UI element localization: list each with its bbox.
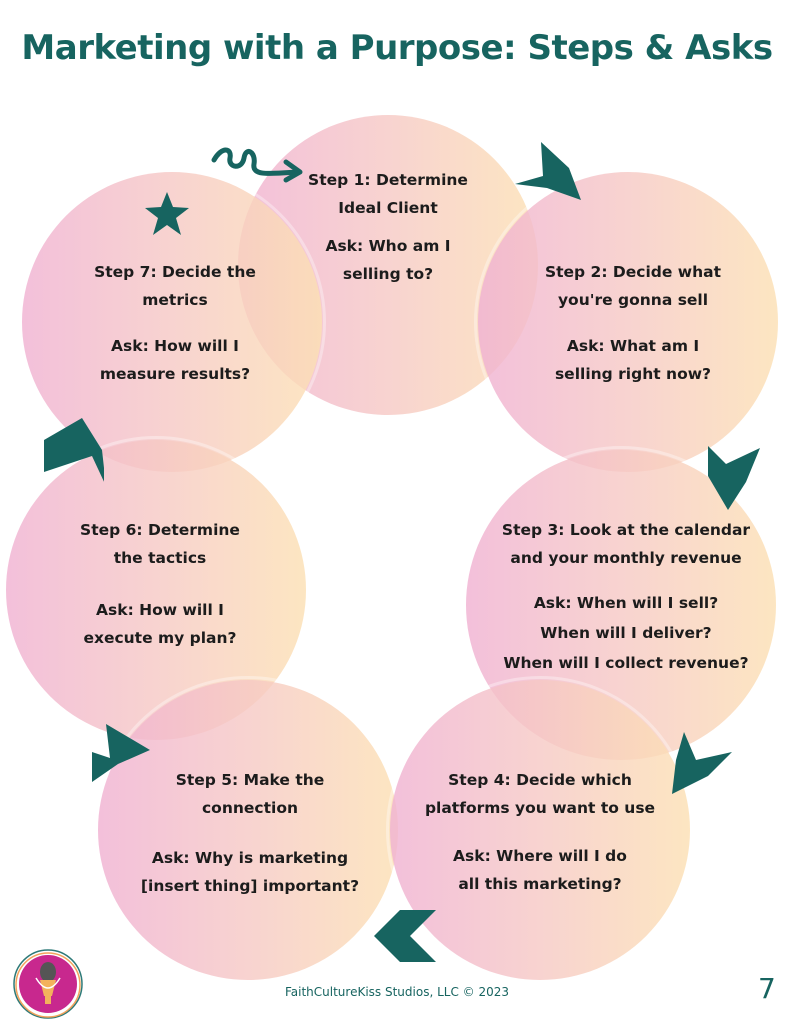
page-number: 7 xyxy=(758,972,776,1005)
chevron-arrow-icon-2-3 xyxy=(708,446,760,510)
chevron-arrow-icon-6-7 xyxy=(44,418,104,482)
step-5-ask: Ask: Why is marketing[insert thing] impo… xyxy=(140,849,360,895)
microphone-logo-icon xyxy=(13,949,83,1019)
chevron-arrow-icon-3-4 xyxy=(672,732,732,794)
step-5-circle xyxy=(94,676,402,984)
chevron-arrow-icon-4-5 xyxy=(374,910,436,962)
star-icon xyxy=(145,192,189,235)
squiggle-arrow-icon xyxy=(211,147,303,183)
step-4-circle xyxy=(386,676,694,984)
chevron-arrow-icon-5-6 xyxy=(92,724,150,782)
chevron-arrow-icon-1-2 xyxy=(515,142,581,200)
step-3-ask: Ask: When will I sell?When will I delive… xyxy=(503,594,749,672)
page-title: Marketing with a Purpose: Steps & Asks xyxy=(21,28,773,68)
footer-copyright: FaithCultureKiss Studios, LLC © 2023 xyxy=(284,985,510,999)
